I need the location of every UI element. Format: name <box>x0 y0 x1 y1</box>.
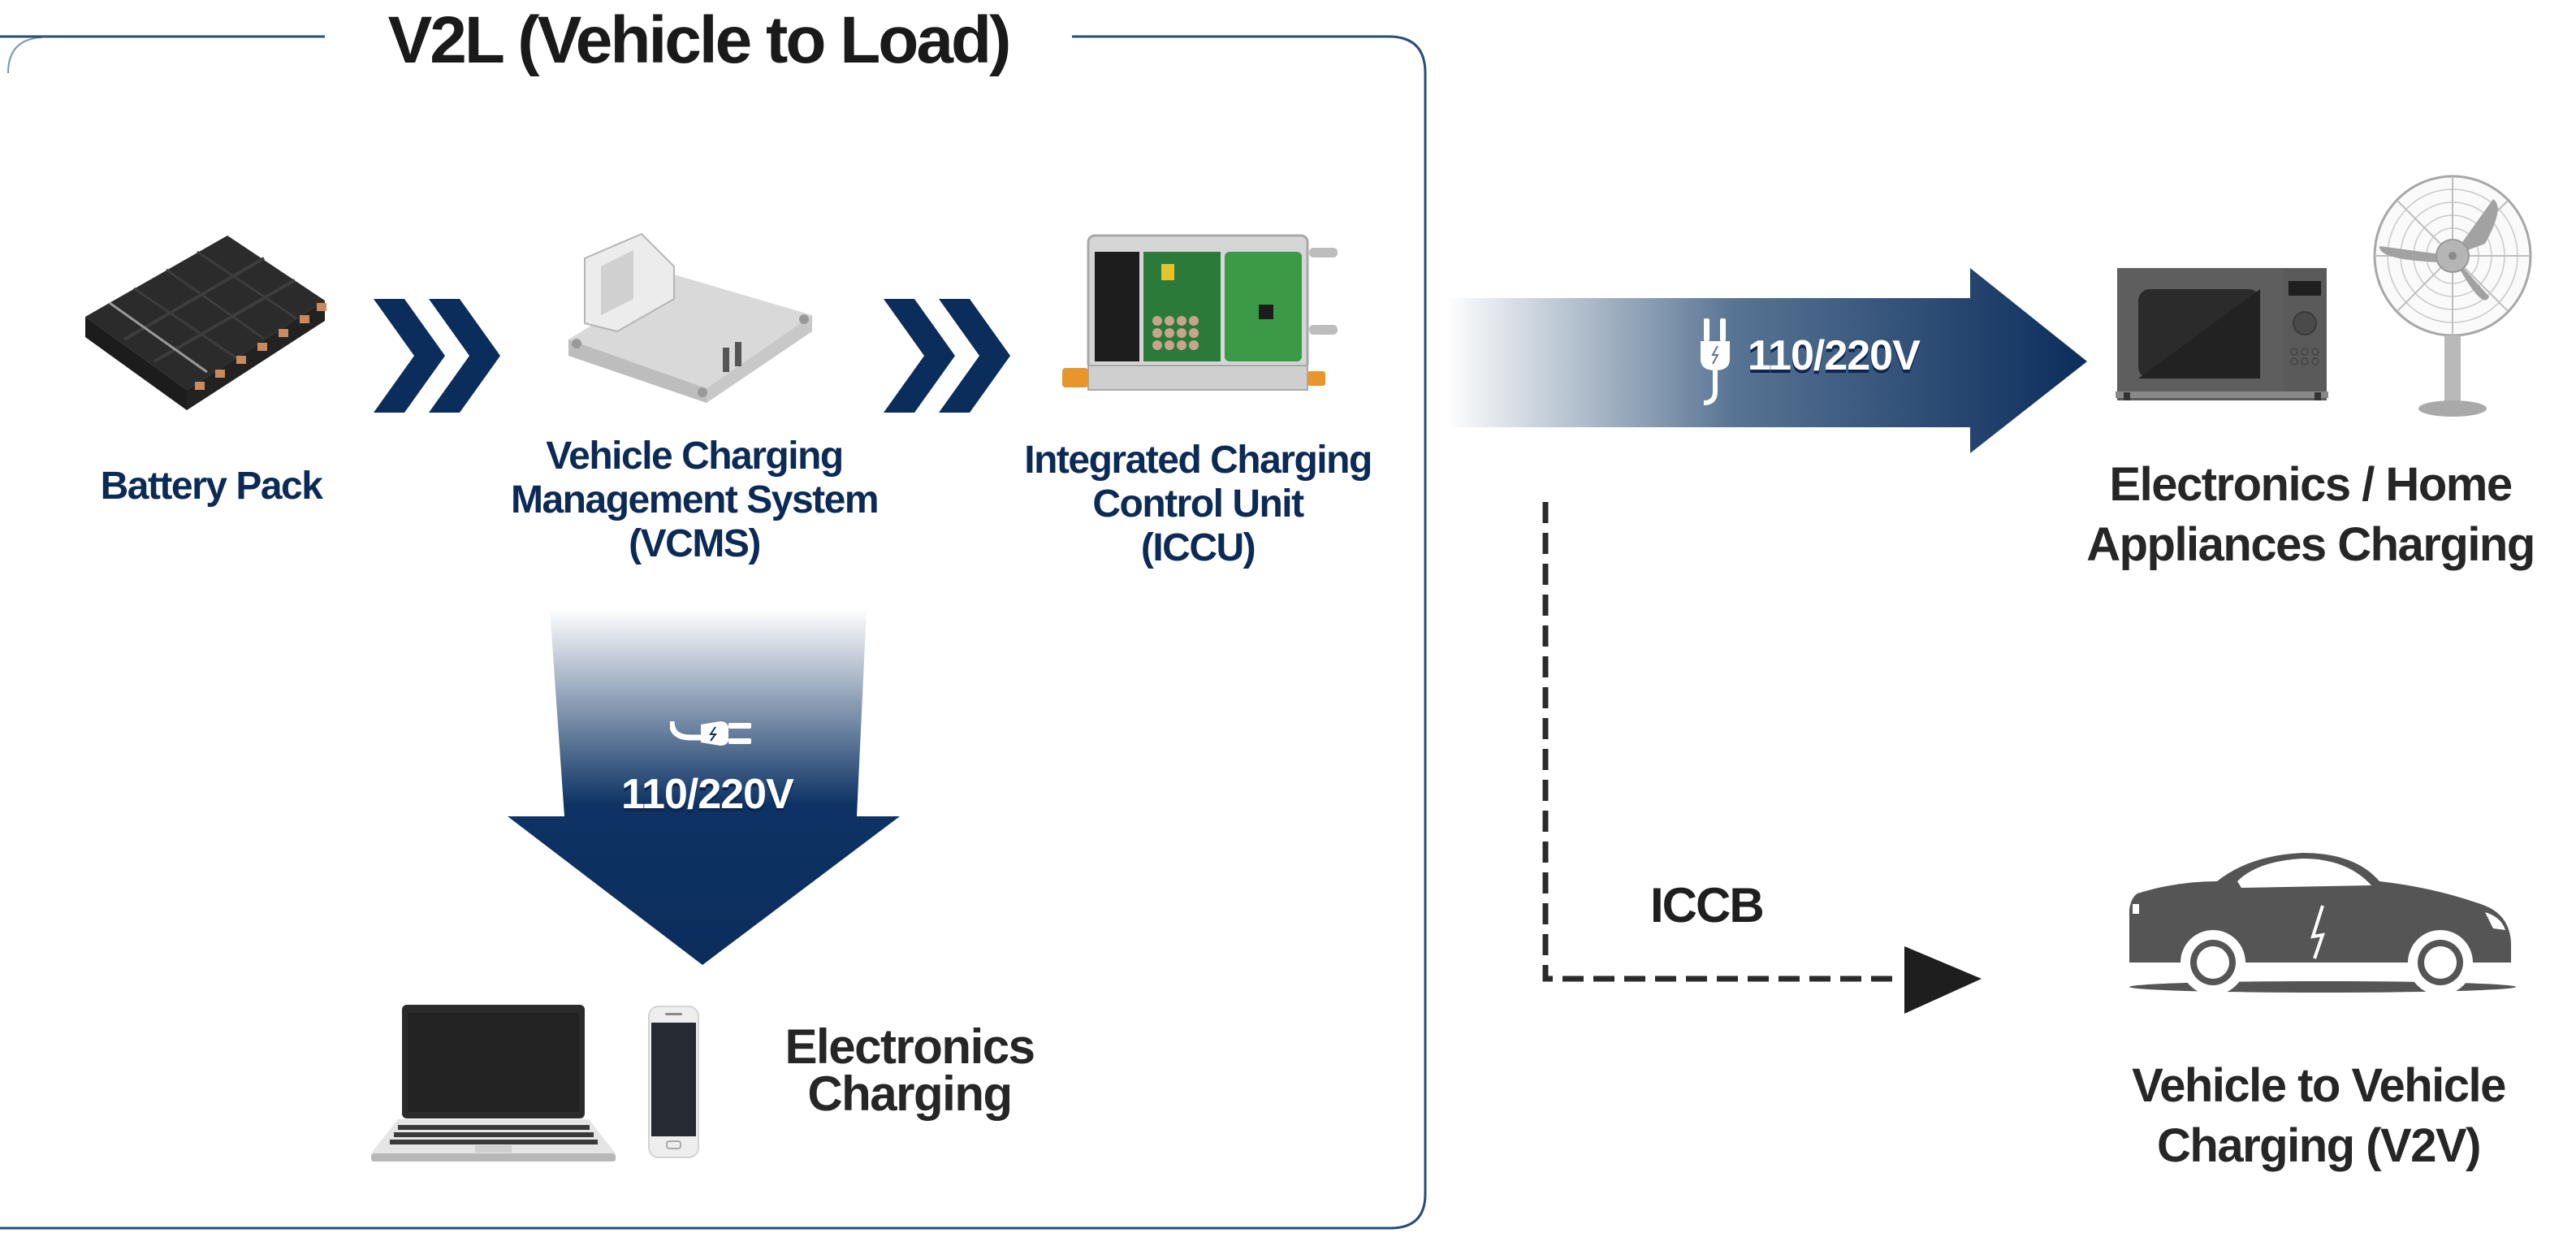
vcms-label: Vehicle Charging Management System (VCMS… <box>487 435 901 566</box>
iccu-image <box>1056 231 1344 394</box>
plug-icon <box>670 720 751 746</box>
smartphone-icon <box>648 1006 699 1158</box>
laptop-icon <box>371 1005 616 1162</box>
vcms-label-line-1: Vehicle Charging <box>546 435 844 478</box>
iccu-label-line-2: Control Unit <box>1092 482 1304 526</box>
vcms-image <box>552 226 828 405</box>
v2v-charging-label: Vehicle to Vehicle Charging (V2V) <box>2063 1056 2574 1176</box>
appliances-label-line-2: Appliances Charging <box>2086 518 2535 571</box>
v2v-label-line-2: Charging (V2V) <box>2157 1119 2481 1172</box>
diagram-title: V2L (Vehicle to Load) <box>387 3 1012 77</box>
microwave-icon <box>2116 268 2328 400</box>
vcms-label-line-3: (VCMS) <box>629 522 761 565</box>
arrowhead-icon <box>1904 946 1982 1014</box>
electronics-label-line-2: Charging <box>807 1066 1013 1121</box>
right-arrow-voltage: 110/220V <box>1748 332 1921 379</box>
chevron-right-icon <box>884 299 1010 413</box>
down-arrow-voltage: 110/220V <box>621 771 794 818</box>
down-arrow <box>508 609 900 965</box>
vcms-label-line-2: Management System <box>511 478 880 521</box>
iccb-label: ICCB <box>1650 878 1765 932</box>
vcms-module-icon <box>568 232 812 403</box>
chevron-right-icon <box>374 299 500 413</box>
electronics-charging-label: Electronics Charging <box>747 1023 1072 1118</box>
battery-pack-icon <box>85 236 326 410</box>
electronics-label-line-1: Electronics <box>784 1019 1035 1074</box>
electric-car-icon <box>2129 853 2516 995</box>
right-arrow <box>1446 268 2087 453</box>
v2v-label-line-1: Vehicle to Vehicle <box>2132 1059 2506 1112</box>
plug-icon <box>1701 318 1730 405</box>
iccb-dashed-connector <box>1542 502 1982 1014</box>
battery-pack-image <box>77 219 337 414</box>
battery-pack-label: Battery Pack <box>100 465 323 508</box>
iccu-circuit-board-icon <box>1062 234 1338 391</box>
iccu-label: Integrated Charging Control Unit (ICCU) <box>991 439 1405 570</box>
appliances-label-line-1: Electronics / Home <box>2109 458 2513 511</box>
iccu-label-line-3: (ICCU) <box>1140 526 1256 569</box>
fan-icon <box>2373 175 2532 417</box>
iccu-label-line-1: Integrated Charging <box>1024 439 1372 482</box>
appliances-charging-label: Electronics / Home Appliances Charging <box>2047 455 2574 575</box>
